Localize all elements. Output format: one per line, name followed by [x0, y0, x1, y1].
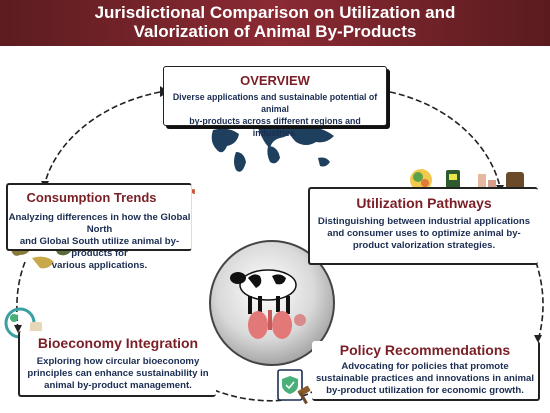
consumption-text-line-3: various applications. — [51, 260, 148, 271]
overview-text-line-2: by-products across different regions and… — [189, 116, 361, 138]
header-banner — [0, 0, 550, 46]
consumption-text-line-2: and Global South utilize animal by-produ… — [19, 236, 180, 259]
consumption-trends-section: Consumption Trends Analyzing differences… — [6, 183, 192, 271]
fuel-pump-icon — [446, 170, 460, 192]
policy-document-icon — [277, 369, 303, 401]
policy-recommendations-section: Policy Recommendations Advocating for po… — [312, 341, 540, 401]
bioeconomy-integration-description: Exploring how circular bioeconomy princi… — [20, 356, 216, 392]
bioeconomy-text-line-2: principles can enhance sustainability in — [27, 368, 209, 379]
page-title-line-1: Jurisdictional Comparison on Utilization… — [94, 3, 456, 22]
utilization-pathways-title: Utilization Pathways — [356, 195, 492, 211]
policy-recommendations-description: Advocating for policies that promote sus… — [312, 361, 538, 397]
overview-description: Diverse applications and sustainable pot… — [166, 91, 384, 139]
overview-title: OVERVIEW — [240, 73, 310, 88]
utilization-text-line-1: Distinguishing between industrial applic… — [317, 216, 531, 227]
bioeconomy-integration-section: Bioeconomy Integration Exploring how cir… — [18, 331, 216, 397]
policy-text-line-1: Advocating for policies that promote — [341, 361, 509, 372]
gavel-icon — [297, 385, 311, 405]
overview-text-line-1: Diverse applications and sustainable pot… — [172, 92, 378, 114]
policy-text-line-2: sustainable practices and innovations in… — [315, 373, 535, 384]
food-bowl-icon — [410, 169, 432, 191]
page-title-line-2: Valorization of Animal By-Products — [133, 22, 417, 41]
utilization-text-line-2: and consumer uses to optimize animal by- — [327, 228, 521, 239]
bioeconomy-text-line-3: animal by-product management. — [44, 380, 192, 391]
policy-recommendations-title: Policy Recommendations — [339, 342, 511, 358]
utilization-text-line-3: product valorization strategies. — [352, 240, 496, 251]
bioeconomy-text-line-1: Exploring how circular bioeconomy — [36, 356, 200, 367]
utilization-pathways-section: Utilization Pathways Distinguishing betw… — [308, 187, 538, 265]
consumption-trends-title: Consumption Trends — [26, 190, 157, 205]
overview-section: OVERVIEW Diverse applications and sustai… — [163, 66, 387, 138]
consumption-text-line-1: Analyzing differences in how the Global … — [8, 212, 191, 235]
cow-icon — [230, 269, 297, 314]
utilization-pathways-description: Distinguishing between industrial applic… — [310, 216, 538, 252]
page-title: Jurisdictional Comparison on Utilization… — [0, 3, 550, 41]
policy-text-line-3: by-product utilization for economic grow… — [326, 385, 524, 396]
world-map-icon — [211, 125, 334, 172]
cosmetics-icon — [478, 174, 496, 192]
organs-icon — [248, 310, 306, 339]
consumption-trends-description: Analyzing differences in how the Global … — [8, 212, 191, 272]
bioeconomy-integration-title: Bioeconomy Integration — [37, 335, 199, 351]
